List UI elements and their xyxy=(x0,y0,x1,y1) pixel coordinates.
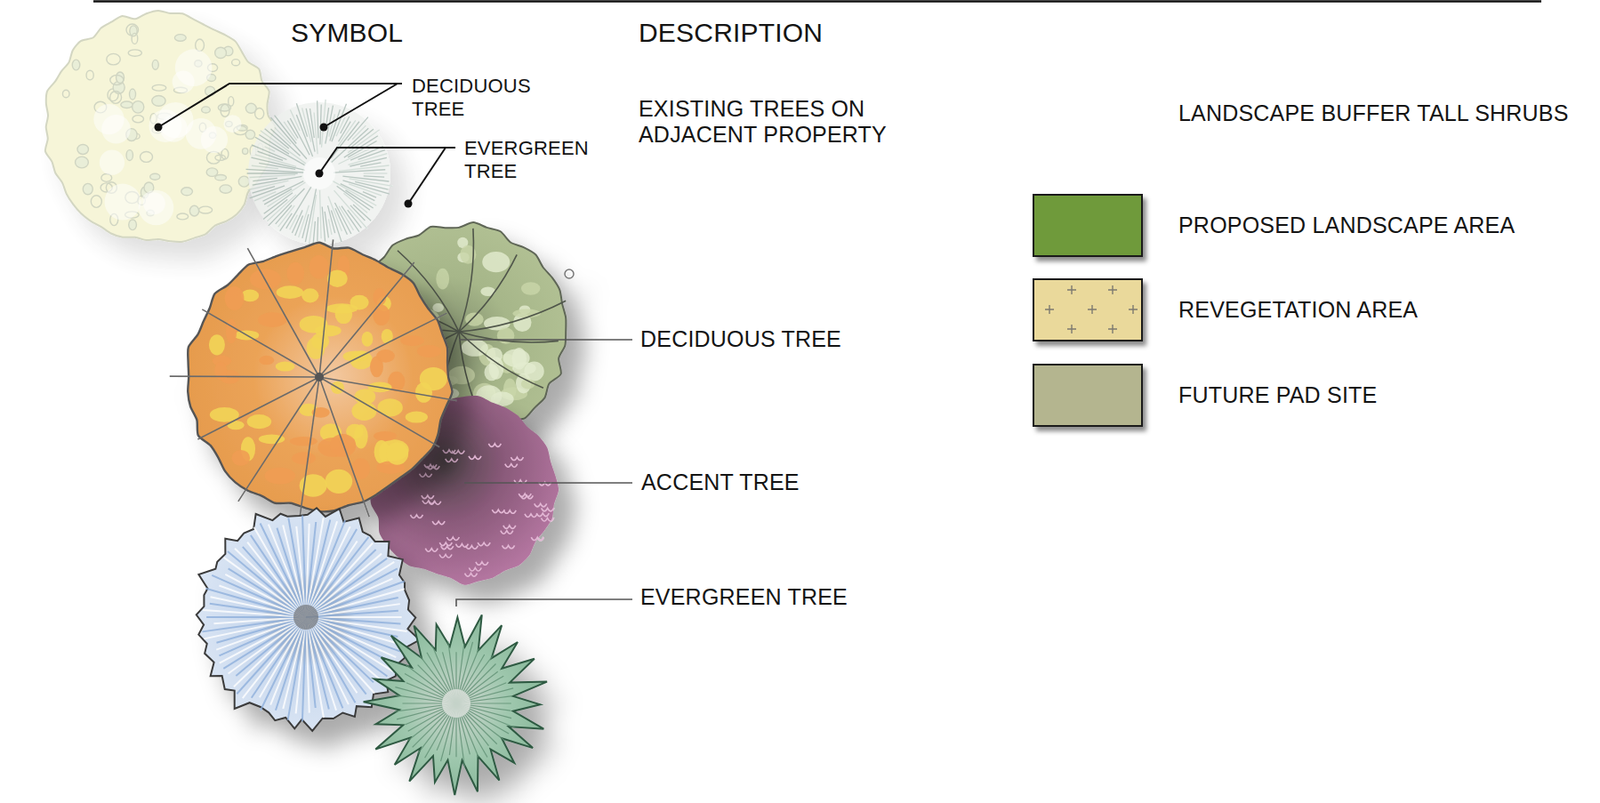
legend-text: PROPOSED LANDSCAPE AREA xyxy=(1178,212,1515,240)
header-rule xyxy=(93,0,1542,3)
leader-line xyxy=(456,599,633,607)
legend-swatch xyxy=(1032,363,1143,427)
evergreen-tree-star xyxy=(363,615,547,796)
description-text: DECIDUOUS TREE xyxy=(640,326,842,354)
description-text: LANDSCAPE BUFFER TALL SHRUBS xyxy=(1178,100,1569,128)
leader-line xyxy=(458,338,633,341)
tree-symbols xyxy=(45,10,574,796)
legend-swatch xyxy=(1032,278,1143,342)
leader-dot xyxy=(315,169,324,178)
leader-lines xyxy=(154,83,634,607)
description-text: EXISTING TREES ON ADJACENT PROPERTY xyxy=(638,96,959,149)
leader-dot xyxy=(154,123,163,132)
leader-line xyxy=(158,83,403,128)
leader-line xyxy=(408,147,446,204)
callout-label: EVERGREEN TREE xyxy=(464,136,598,184)
description-text: EVERGREEN TREE xyxy=(640,584,848,612)
deciduous-tree-orange xyxy=(169,239,458,525)
leader-line xyxy=(319,147,456,174)
leader-dot xyxy=(320,123,329,132)
existing-evergreen-tree xyxy=(246,99,394,245)
legend-swatch xyxy=(1032,193,1143,258)
leader-dot xyxy=(404,200,413,209)
legend-text: REVEGETATION AREA xyxy=(1178,297,1418,324)
legend-text: FUTURE PAD SITE xyxy=(1178,382,1377,410)
leader-line xyxy=(464,482,633,484)
column-heading: SYMBOL xyxy=(290,16,403,49)
leader-line xyxy=(323,83,398,128)
existing-deciduous-tree xyxy=(45,10,276,242)
description-text: ACCENT TREE xyxy=(641,469,800,497)
cross-hatch xyxy=(1034,280,1143,342)
callout-label: DECIDUOUS TREE xyxy=(411,74,546,121)
column-heading: DESCRIPTION xyxy=(638,16,823,49)
